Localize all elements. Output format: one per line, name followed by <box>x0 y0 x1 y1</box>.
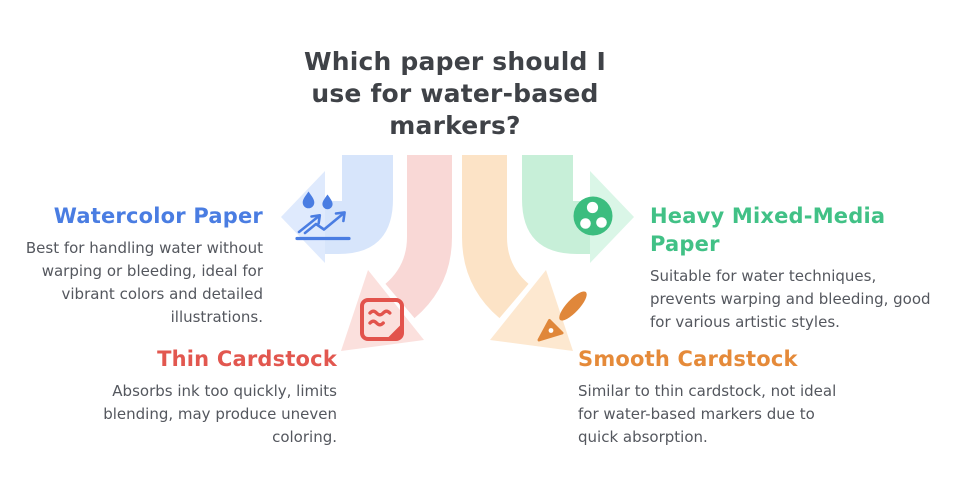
section-smooth-cardstock: Smooth Cardstock Similar to thin cardsto… <box>578 345 908 449</box>
smooth-cardstock-arrow <box>462 155 587 351</box>
pen-icon <box>537 291 587 342</box>
heavy-mixed-media-description: Suitable for water techniques, prevents … <box>650 267 931 331</box>
heavy-arrow-band <box>522 155 590 254</box>
watercolor-description: Best for handling water without warping … <box>25 239 263 326</box>
section-heavy-mixed-media-paper: Heavy Mixed-Media Paper Suitable for wat… <box>650 202 956 334</box>
smooth-cardstock-heading: Smooth Cardstock <box>578 347 798 371</box>
smooth-arrow-band <box>462 155 530 319</box>
media-dots-icon <box>573 196 613 236</box>
watercolor-arrow-band <box>325 155 393 254</box>
water-repellent-icon <box>295 191 351 241</box>
section-thin-cardstock: Thin Cardstock Absorbs ink too quickly, … <box>37 345 337 449</box>
page-title: Which paper should I use for water-based… <box>303 47 607 140</box>
thin-cardstock-description: Absorbs ink too quickly, limits blending… <box>103 382 337 446</box>
thin-cardstock-arrow <box>341 155 452 351</box>
heavy-mixed-media-heading: Heavy Mixed-Media Paper <box>650 204 886 256</box>
watercolor-heading: Watercolor Paper <box>53 204 263 228</box>
watercolor-arrow <box>281 155 393 263</box>
note-icon <box>360 298 404 341</box>
section-watercolor-paper: Watercolor Paper Best for handling water… <box>0 202 263 329</box>
thin-arrow-band <box>384 155 452 319</box>
heavy-mixed-media-arrow <box>522 155 634 263</box>
smooth-cardstock-description: Similar to thin cardstock, not ideal for… <box>578 382 837 446</box>
thin-cardstock-heading: Thin Cardstock <box>157 347 337 371</box>
